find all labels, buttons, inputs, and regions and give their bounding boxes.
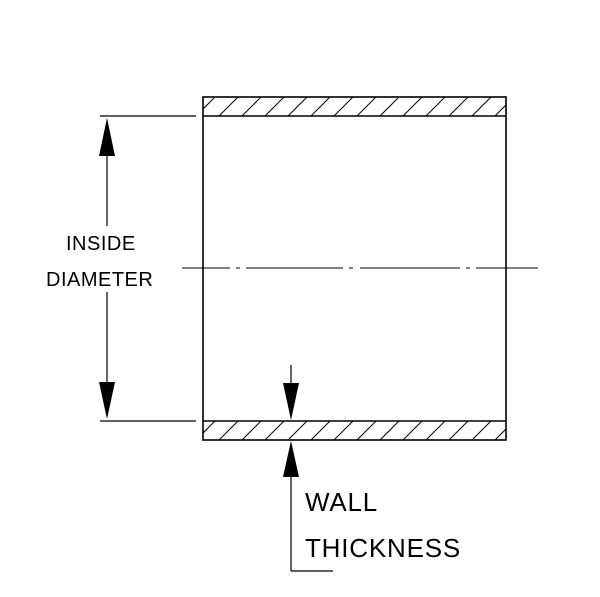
hatch-line xyxy=(402,421,423,440)
hatch-line xyxy=(402,97,423,116)
hatch-line xyxy=(287,97,308,116)
hatch-line xyxy=(333,421,354,440)
hatch-line xyxy=(425,97,446,116)
hatch-line xyxy=(333,97,354,116)
hatch-line xyxy=(518,421,537,440)
wall-thickness-dimension xyxy=(283,365,333,572)
hatch-line xyxy=(203,97,216,110)
wall-thickness-label-line2: THICKNESS xyxy=(305,533,462,563)
hatch-line xyxy=(471,97,492,116)
inside-diameter-dimension xyxy=(99,115,196,422)
hatch-line xyxy=(203,421,216,434)
hatch-line xyxy=(356,97,377,116)
hatch-line xyxy=(241,97,262,116)
hatch-line xyxy=(379,97,400,116)
hatch-line xyxy=(379,421,400,440)
arrowhead-up xyxy=(99,118,115,156)
inside-diameter-label-line2: DIAMETER xyxy=(46,269,154,291)
hatch-line xyxy=(494,104,506,116)
hatch-line xyxy=(448,421,469,440)
hatch-line xyxy=(218,97,239,116)
hatch-line xyxy=(471,421,492,440)
hatch-line xyxy=(494,428,506,440)
bottom-wall-hatching xyxy=(203,421,537,440)
hatch-line xyxy=(448,97,469,116)
hatch-line xyxy=(356,421,377,440)
hatch-line xyxy=(264,421,285,440)
hatch-line xyxy=(310,421,331,440)
arrowhead-wall-up xyxy=(283,441,299,477)
arrowhead-wall-down xyxy=(283,383,299,420)
top-wall xyxy=(203,97,537,117)
inside-diameter-label-line1: INSIDE xyxy=(66,233,136,255)
hatch-line xyxy=(287,421,308,440)
top-wall-hatching xyxy=(203,97,537,116)
hatch-line xyxy=(518,97,537,116)
hatch-line xyxy=(264,97,285,116)
hatch-line xyxy=(241,421,262,440)
wall-thickness-label-line1: WALL xyxy=(305,487,379,517)
hatch-line xyxy=(310,97,331,116)
bottom-wall xyxy=(203,420,537,440)
hatch-line xyxy=(425,421,446,440)
hatch-line xyxy=(218,421,239,440)
arrowhead-down xyxy=(99,382,115,419)
